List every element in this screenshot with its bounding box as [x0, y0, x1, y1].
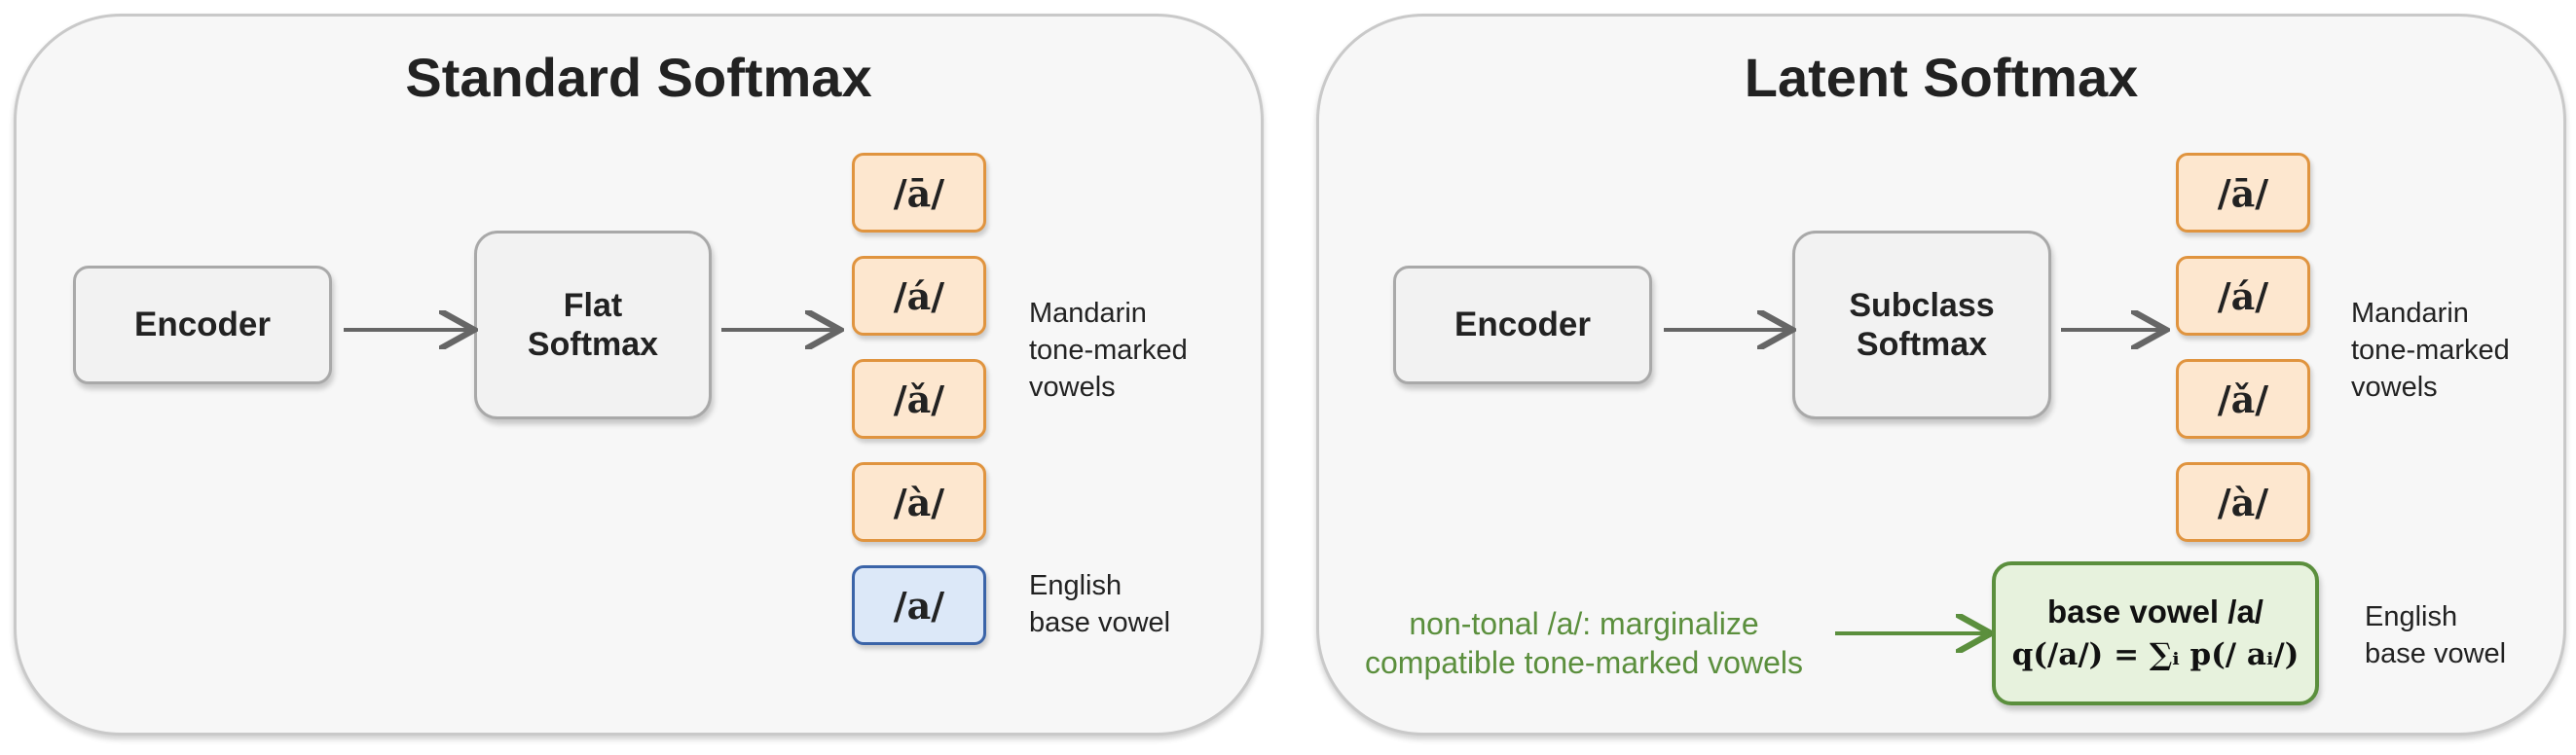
vowel-tone1: /ā/: [2176, 153, 2310, 233]
arrows: [344, 17, 1267, 738]
subclass-softmax-box: Subclass Softmax: [1792, 231, 2051, 419]
vowel-tone3: /ǎ/: [852, 359, 986, 439]
mandarin-label: Mandarin tone-marked vowels: [1029, 298, 1188, 403]
marginal-formula: q(/a/) = ∑ᵢ p(/ aᵢ/): [2011, 637, 2300, 672]
vowel-tone4: /à/: [2176, 462, 2310, 542]
english-label: English base vowel: [2365, 601, 2507, 669]
vowel-tone4: /à/: [852, 462, 986, 542]
vowel-tone2: /á/: [852, 256, 986, 336]
flat-softmax-box: Flat Softmax: [474, 231, 712, 419]
mandarin-label: Mandarin tone-marked vowels: [2351, 298, 2510, 403]
vowel-tone3: /ǎ/: [2176, 359, 2310, 439]
vowel-base-english: /a/: [852, 565, 986, 645]
marginalize-note: non-tonal /a/: marginalize compatible to…: [1365, 606, 1803, 680]
base-vowel-title: base vowel /a/: [2047, 593, 2263, 629]
vowel-tone1: /ā/: [852, 153, 986, 233]
encoder-box: Encoder: [73, 266, 332, 384]
english-label: English base vowel: [1029, 570, 1171, 638]
latent-softmax-panel: Latent Softmax Encoder Subclass Softmax …: [1316, 14, 2566, 736]
panel-title: Latent Softmax: [1744, 47, 2139, 108]
encoder-box: Encoder: [1393, 266, 1652, 384]
vowel-tone2: /á/: [2176, 256, 2310, 336]
latent-base-vowel-box: base vowel /a/ q(/a/) = ∑ᵢ p(/ aᵢ/): [1992, 561, 2319, 705]
standard-softmax-panel: Standard Softmax Encoder Flat Softmax /ā…: [14, 14, 1264, 736]
panel-title: Standard Softmax: [405, 47, 872, 108]
arrows: [1664, 17, 2569, 738]
